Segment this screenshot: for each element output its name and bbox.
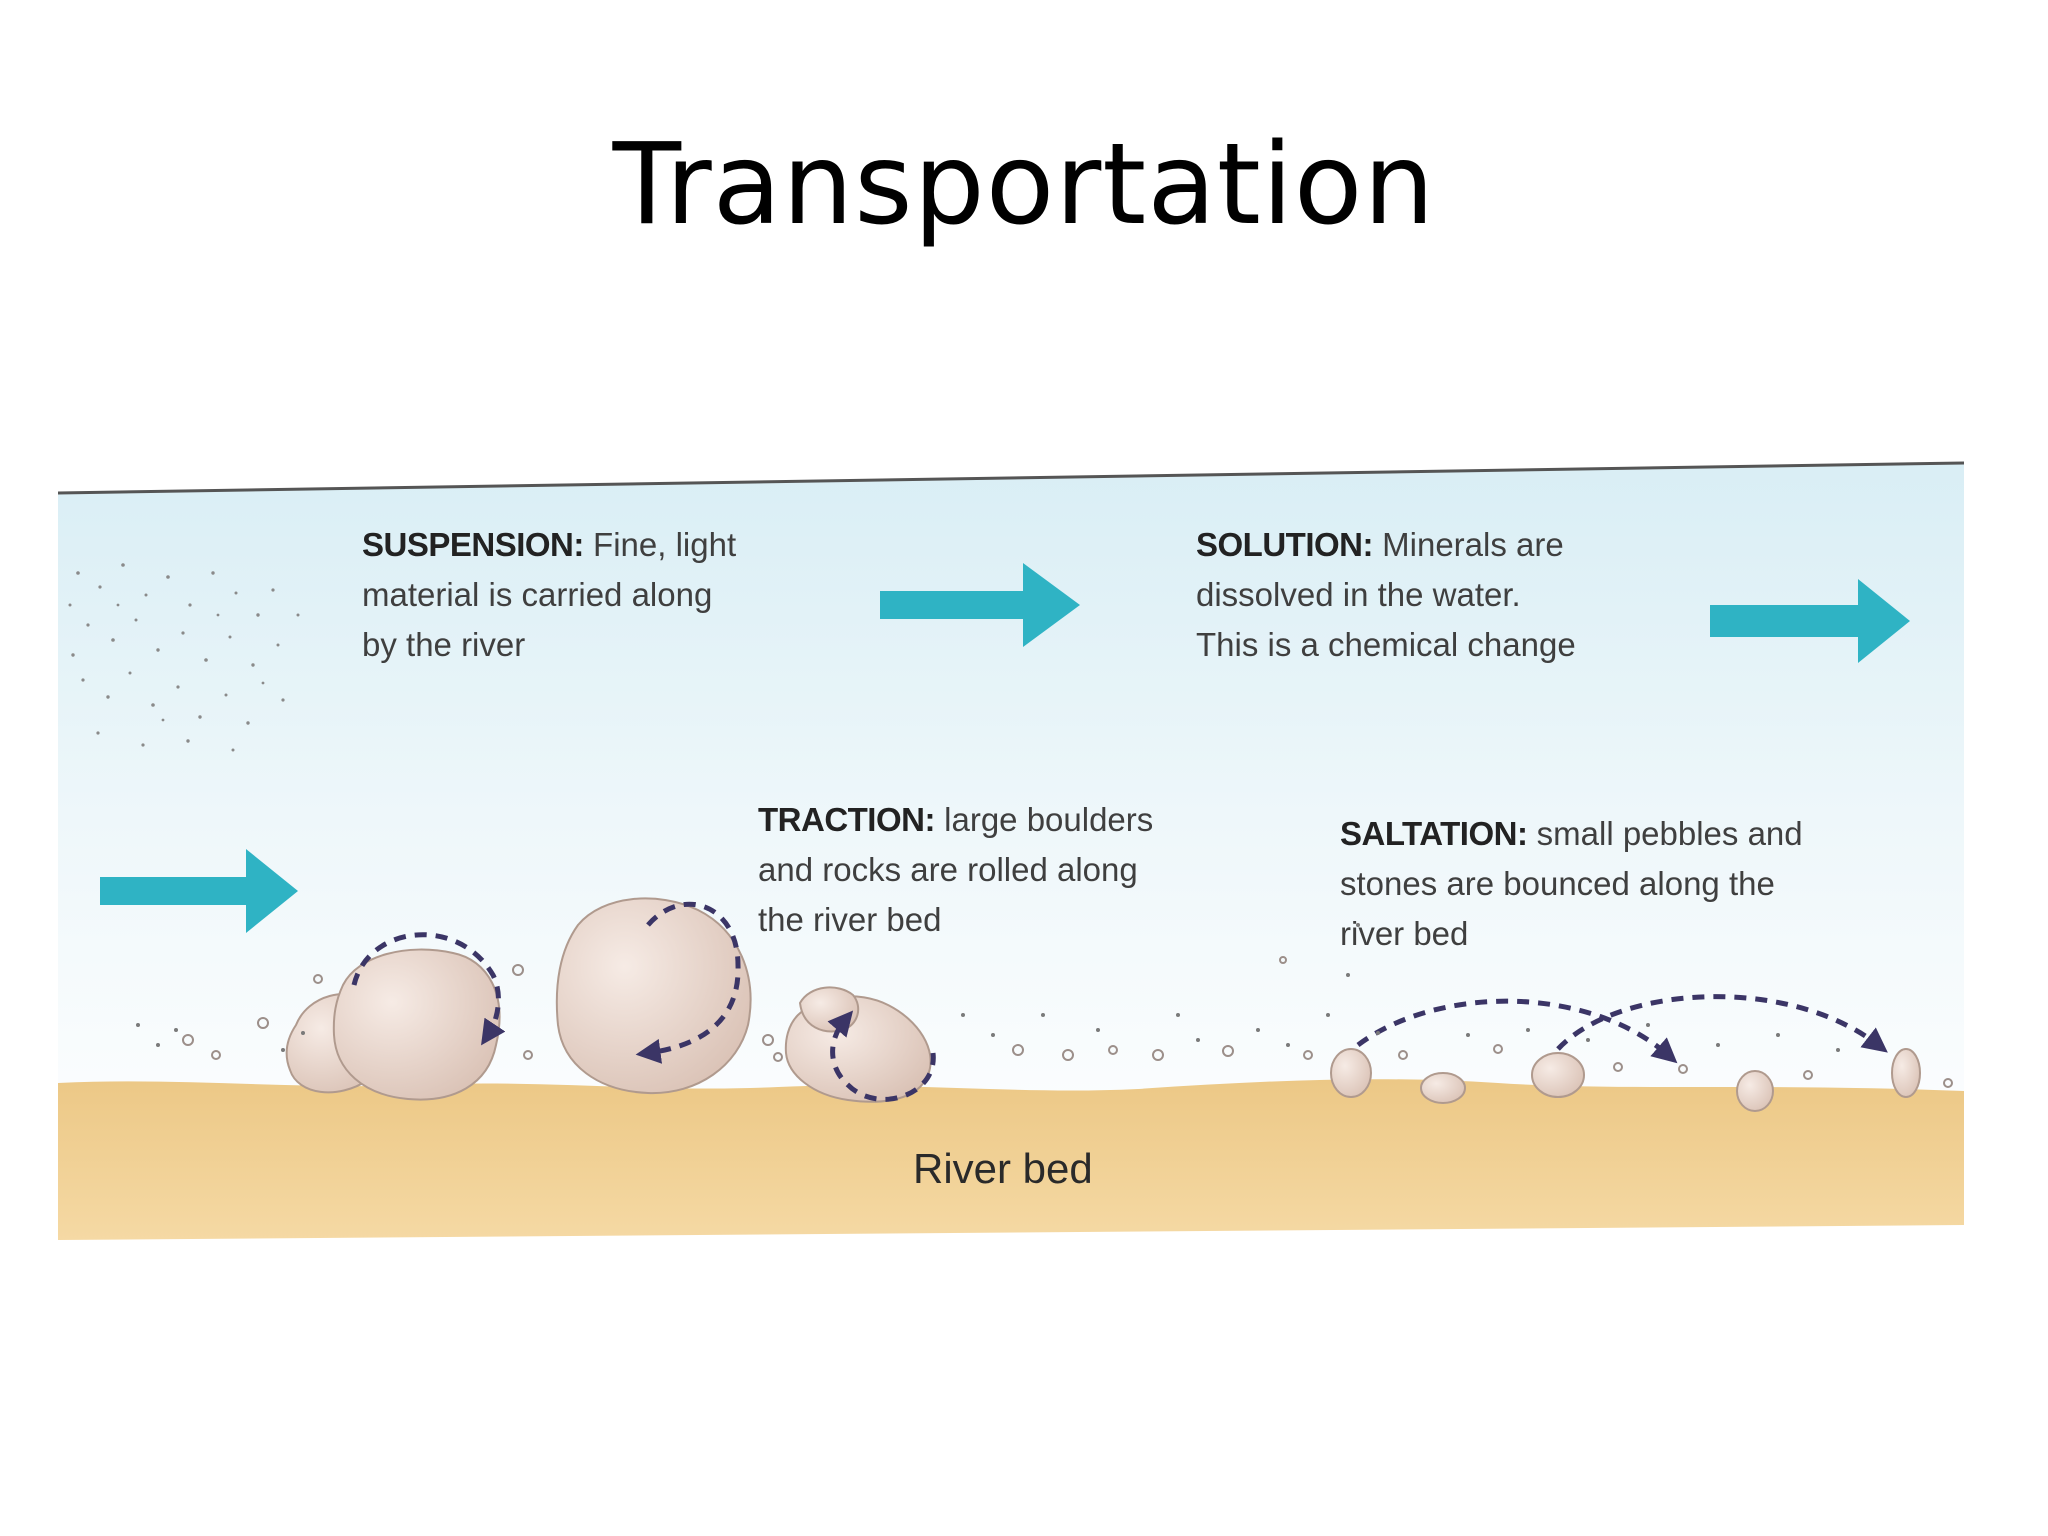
solution-label: SOLUTION: Minerals are dissolved in the … bbox=[1196, 520, 1576, 670]
flow-arrow-1 bbox=[880, 563, 1080, 647]
bed-dust bbox=[136, 923, 1840, 1052]
traction-text-3: the river bed bbox=[758, 901, 942, 938]
diagram-artwork bbox=[58, 461, 1964, 1240]
river-bed-label: River bed bbox=[913, 1145, 1093, 1192]
solution-text-3: This is a chemical change bbox=[1196, 626, 1576, 663]
saltation-pebbles bbox=[1330, 1048, 1921, 1112]
traction-motion-arrows bbox=[351, 901, 936, 1102]
traction-rocks bbox=[285, 897, 932, 1103]
water-body bbox=[58, 463, 1964, 1105]
solution-text-2: dissolved in the water. bbox=[1196, 576, 1521, 613]
solution-term: SOLUTION: bbox=[1196, 526, 1373, 563]
saltation-text-3: river bed bbox=[1340, 915, 1469, 952]
bed-grains bbox=[182, 956, 1953, 1088]
traction-text-2: and rocks are rolled along bbox=[758, 851, 1138, 888]
saltation-label: SALTATION: small pebbles and stones are … bbox=[1340, 809, 1803, 959]
saltation-text-2: stones are bounced along the bbox=[1340, 865, 1775, 902]
suspension-text-1: Fine, light bbox=[593, 526, 737, 563]
traction-text-1: large boulders bbox=[944, 801, 1154, 838]
solution-text-1: Minerals are bbox=[1382, 526, 1564, 563]
flow-arrow-3 bbox=[100, 849, 298, 933]
water-surface-line bbox=[58, 461, 1964, 495]
traction-label: TRACTION: large boulders and rocks are r… bbox=[758, 795, 1153, 945]
river-bed bbox=[58, 1079, 1964, 1240]
flow-arrow-2 bbox=[1710, 579, 1910, 663]
saltation-motion-arrows bbox=[1356, 994, 1888, 1064]
saltation-term: SALTATION: bbox=[1340, 815, 1528, 852]
traction-term: TRACTION: bbox=[758, 801, 935, 838]
suspended-particles bbox=[68, 563, 300, 752]
suspension-label: SUSPENSION: Fine, light material is carr… bbox=[362, 520, 736, 670]
transportation-diagram: SUSPENSION: Fine, light material is carr… bbox=[58, 455, 1964, 1245]
suspension-text-3: by the river bbox=[362, 626, 526, 663]
suspension-term: SUSPENSION: bbox=[362, 526, 584, 563]
slide-title: Transportation bbox=[612, 120, 1436, 250]
saltation-text-1: small pebbles and bbox=[1536, 815, 1803, 852]
suspension-text-2: material is carried along bbox=[362, 576, 713, 613]
